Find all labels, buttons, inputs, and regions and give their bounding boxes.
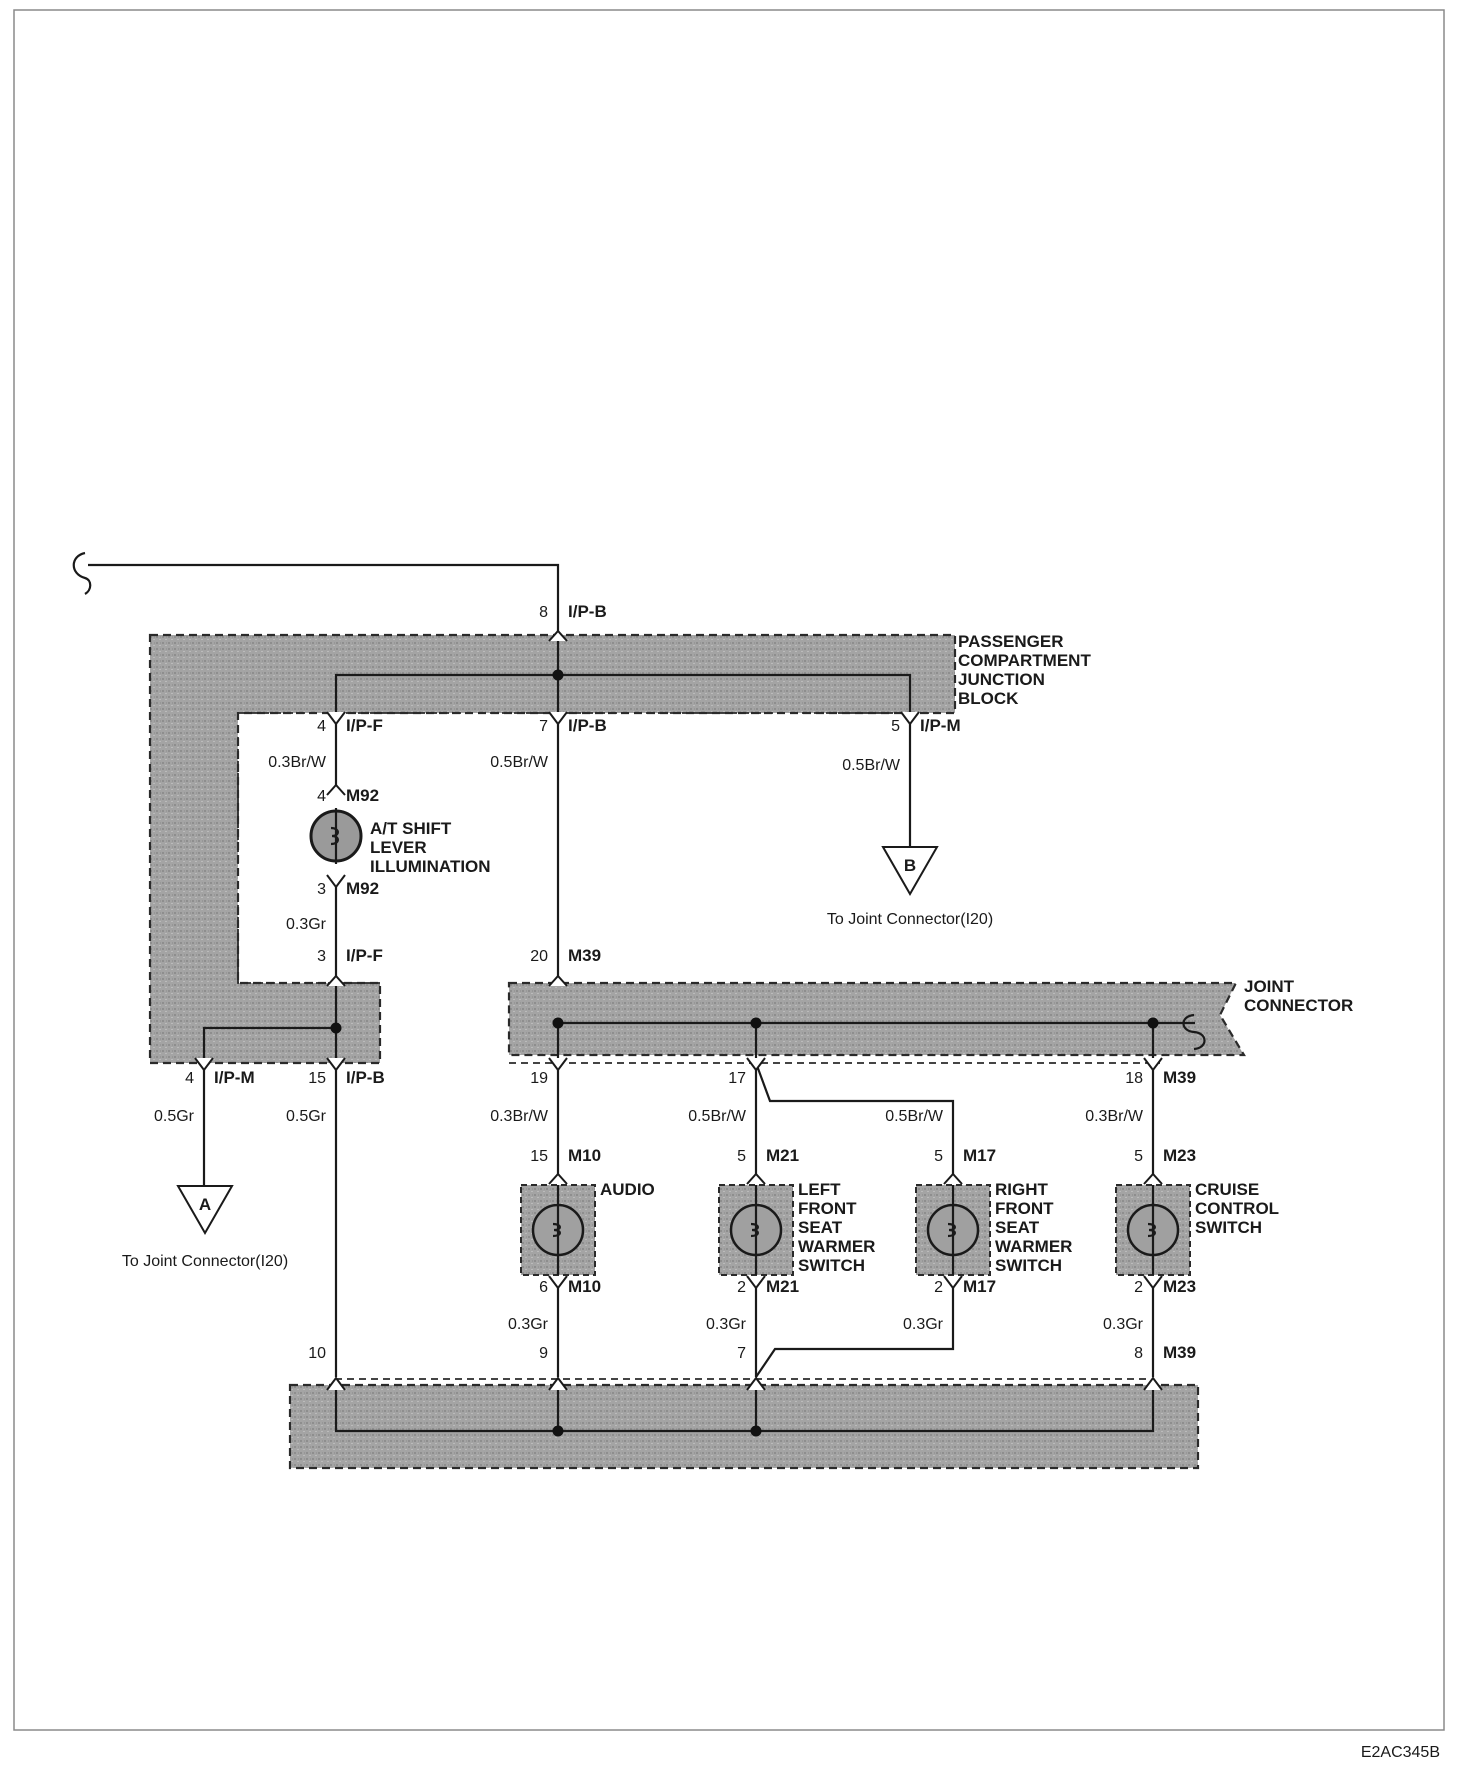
offpage-a-triangle-icon — [176, 1185, 234, 1236]
connector-id-m39_20: M39 — [568, 946, 601, 965]
wire-spec-w_ipb15: 0.5Gr — [286, 1108, 327, 1125]
offpage-a-letter: A — [199, 1195, 211, 1214]
terminal-pin-m17_2: 2 — [934, 1279, 943, 1296]
connector-id-m23_5: M23 — [1163, 1146, 1196, 1165]
ground-bus-drops — [556, 1385, 758, 1431]
terminal-pin-bot_10: 10 — [308, 1345, 326, 1362]
audio-component — [520, 1184, 596, 1276]
wire-spec-w_jc19: 0.3Br/W — [490, 1108, 549, 1125]
offpage-b-caption: To Joint Connector(I20) — [827, 911, 993, 928]
terminal-pin-ipf_3: 3 — [317, 948, 326, 965]
wire-spec-w_m92_3: 0.3Gr — [286, 916, 327, 933]
terminal-pin-m92_3: 3 — [317, 881, 326, 898]
wire-spec-w_m39_18: 0.3Br/W — [1085, 1108, 1144, 1125]
terminal-pin-jc_17: 17 — [728, 1070, 746, 1087]
terminal-pin-ipm_4: 4 — [185, 1070, 194, 1087]
wire-spec-w_m23_2: 0.3Gr — [1103, 1316, 1144, 1333]
offpage-b-letter: B — [904, 856, 916, 875]
terminal-pin-m21_2: 2 — [737, 1279, 746, 1296]
connector-id-m10_6: M10 — [568, 1277, 601, 1296]
terminal-pin-m10_15: 15 — [530, 1148, 548, 1165]
ground-block — [288, 1383, 1200, 1470]
terminal-pin-m39_18: 18 — [1125, 1070, 1143, 1087]
splice-dots — [330, 669, 1159, 1437]
terminal-pin-m92_4: 4 — [317, 788, 326, 805]
left-warmer-component — [718, 1184, 794, 1276]
joint-connector-break-symbol — [1182, 1013, 1206, 1051]
terminal-pin-ipb_15: 15 — [308, 1070, 326, 1087]
at-shift-filament — [330, 826, 339, 846]
terminal-pin-ipf_4: 4 — [317, 718, 326, 735]
terminal-pin-ipm_5: 5 — [891, 718, 900, 735]
terminal-pin-ipb_top: 8 — [539, 604, 548, 621]
wire-spec-w_ipm4: 0.5Gr — [154, 1108, 195, 1125]
connector-id-ipb_top: I/P-B — [568, 602, 607, 621]
wire-spec-w_m10_6: 0.3Gr — [508, 1316, 549, 1333]
connector-id-m21_5: M21 — [766, 1146, 799, 1165]
junction-bus — [334, 673, 912, 720]
cruise-component — [1115, 1184, 1191, 1276]
wire-spec-w_ipm5: 0.5Br/W — [842, 757, 901, 774]
wire-spec-w_jc17: 0.5Br/W — [688, 1108, 747, 1125]
connector-id-m10_15: M10 — [568, 1146, 601, 1165]
wire-jc17-m17 — [754, 1062, 955, 1184]
connector-id-ipm_5: I/P-M — [920, 716, 961, 735]
terminal-pin-ipb_7: 7 — [539, 718, 548, 735]
wire-m17-ground — [755, 1276, 955, 1378]
connector-id-m92_4: M92 — [346, 786, 379, 805]
page-frame — [13, 9, 1445, 1731]
connector-id-ipf_4: I/P-F — [346, 716, 383, 735]
terminal-pin-m39_20: 20 — [530, 948, 548, 965]
diagram-code: E2AC345B — [1361, 1744, 1440, 1761]
terminal-pin-bot_7: 7 — [737, 1345, 746, 1362]
connector-id-ipb_7: I/P-B — [568, 716, 607, 735]
wire-spec-w_m21_2: 0.3Gr — [706, 1316, 747, 1333]
audio-label: AUDIO — [600, 1180, 655, 1199]
terminal-pin-bot_8: 8 — [1134, 1345, 1143, 1362]
terminal-pin-bot_9: 9 — [539, 1345, 548, 1362]
wire-spec-w_jc17b: 0.5Br/W — [885, 1108, 944, 1125]
terminal-pin-m23_2: 2 — [1134, 1279, 1143, 1296]
ground-bus — [334, 1385, 1155, 1433]
connector-id-m17_5: M17 — [963, 1146, 996, 1165]
connector-id-m17_2: M17 — [963, 1277, 996, 1296]
wire-spec-w_ipb7: 0.5Br/W — [490, 754, 549, 771]
connector-id-ipb_15: I/P-B — [346, 1068, 385, 1087]
connector-id-bot_8: M39 — [1163, 1343, 1196, 1362]
connector-id-m92_3: M92 — [346, 879, 379, 898]
connector-id-ipf_3: I/P-F — [346, 946, 383, 965]
terminal-pin-m23_5: 5 — [1134, 1148, 1143, 1165]
joint-connector-block — [507, 981, 1246, 1057]
connector-markers — [194, 629, 1163, 1391]
terminal-pin-m17_5: 5 — [934, 1148, 943, 1165]
junction-block — [148, 633, 957, 1065]
feed-wire-break-symbol — [72, 551, 92, 595]
wire-spec-w_ipf4: 0.3Br/W — [268, 754, 327, 771]
terminal-pin-jc_19: 19 — [530, 1070, 548, 1087]
wire-ipm4-bus — [202, 1026, 336, 1063]
terminal-pin-m21_5: 5 — [737, 1148, 746, 1165]
connector-id-m23_2: M23 — [1163, 1277, 1196, 1296]
offpage-b-triangle-icon — [881, 846, 939, 897]
right-warmer-component — [915, 1184, 991, 1276]
connector-id-m39_18: M39 — [1163, 1068, 1196, 1087]
offpage-a-caption: To Joint Connector(I20) — [122, 1253, 288, 1270]
wire-spec-w_m17_2: 0.3Gr — [903, 1316, 944, 1333]
terminal-pin-m10_6: 6 — [539, 1279, 548, 1296]
connector-id-ipm_4: I/P-M — [214, 1068, 255, 1087]
connector-id-m21_2: M21 — [766, 1277, 799, 1296]
